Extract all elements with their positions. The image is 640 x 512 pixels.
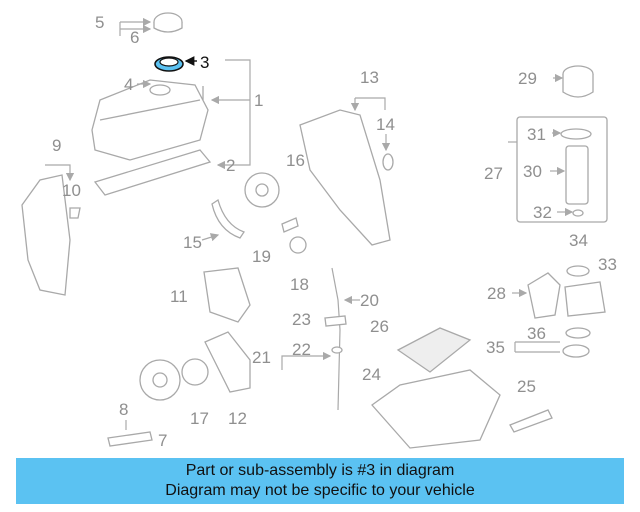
banner-line-1: Part or sub-assembly is #3 in diagram (185, 462, 455, 479)
label-31: 31 (527, 125, 546, 144)
label-1: 1 (254, 91, 263, 110)
label-33: 33 (598, 255, 617, 274)
cooler-nut-part (562, 344, 590, 358)
banner-line-2: Diagram may not be specific to your vehi… (165, 482, 475, 499)
crank-sprocket-part (181, 358, 209, 386)
label-15: 15 (183, 233, 202, 252)
label-8: 8 (119, 400, 128, 419)
label-32: 32 (533, 203, 552, 222)
label-17: 17 (190, 409, 209, 428)
label-6: 6 (130, 28, 139, 47)
label-24: 24 (362, 365, 381, 384)
leader-2-bracket (216, 59, 251, 170)
label-9: 9 (52, 136, 61, 155)
cover-gasket-part (93, 149, 212, 196)
oil-filter-element-part (565, 145, 589, 205)
label-36: 36 (527, 324, 546, 343)
chain-guide-part (211, 198, 245, 239)
label-14: 14 (376, 115, 395, 134)
front-cover-part (204, 331, 251, 393)
timing-plate-part (203, 267, 251, 323)
label-25: 25 (517, 377, 536, 396)
label-19: 19 (252, 247, 271, 266)
timing-cover-part (21, 174, 71, 296)
parts-diagram: 5 6 3 4 1 2 9 10 13 14 16 15 19 18 11 20… (21, 12, 617, 450)
oil-filler-cap-part (153, 12, 183, 33)
label-21: 21 (252, 348, 271, 367)
label-7: 7 (158, 431, 167, 450)
sealant-tube-part (509, 409, 553, 433)
camshaft-sprocket-part (244, 172, 280, 208)
leader-5-6 (119, 22, 150, 36)
label-11: 11 (170, 287, 188, 306)
info-banner: Part or sub-assembly is #3 in diagram Di… (16, 458, 624, 504)
tensioner-bolt-part (281, 217, 299, 233)
label-26: 26 (370, 317, 389, 336)
label-13: 13 (360, 68, 379, 87)
label-35: 35 (486, 338, 505, 357)
label-23: 23 (292, 310, 311, 329)
leader-9 (45, 164, 75, 182)
filler-cap-seal-part (154, 56, 184, 72)
filter-cap-part (562, 65, 594, 98)
oil-baffle-part (396, 327, 472, 373)
label-29: 29 (518, 69, 537, 88)
leader-15 (201, 233, 220, 242)
filter-housing-part (527, 272, 561, 319)
idler-pulley-part (289, 236, 307, 254)
label-34: 34 (569, 231, 588, 250)
oil-pan-part (371, 369, 501, 449)
label-22: 22 (292, 340, 311, 359)
label-28: 28 (487, 284, 506, 303)
label-18: 18 (290, 275, 309, 294)
cover-clip-part (69, 207, 81, 219)
oil-cooler-part (564, 281, 606, 317)
leader-21-22 (281, 356, 330, 370)
label-27: 27 (484, 164, 503, 183)
label-12: 12 (228, 409, 247, 428)
tube-clip-part (324, 315, 347, 327)
label-4: 4 (124, 75, 133, 94)
leader-13 (355, 97, 386, 110)
cooler-gasket-part (565, 327, 591, 339)
label-5: 5 (95, 13, 104, 32)
cover-seal-part (382, 153, 394, 171)
crank-pulley-part (139, 359, 181, 401)
housing-oring-part (566, 265, 590, 277)
label-30: 30 (523, 162, 542, 181)
leader-35-36 (514, 341, 560, 353)
label-16: 16 (286, 151, 305, 170)
valve-cover-part (91, 79, 209, 161)
label-10: 10 (62, 181, 81, 200)
tube-oring-part (331, 346, 343, 354)
crank-bolt-part (107, 431, 153, 447)
label-3: 3 (200, 53, 209, 72)
filter-seal-part (572, 209, 584, 217)
dipstick-tube-part (331, 267, 341, 411)
filter-oring-part (560, 128, 592, 140)
label-2: 2 (226, 156, 235, 175)
label-20: 20 (360, 291, 379, 310)
